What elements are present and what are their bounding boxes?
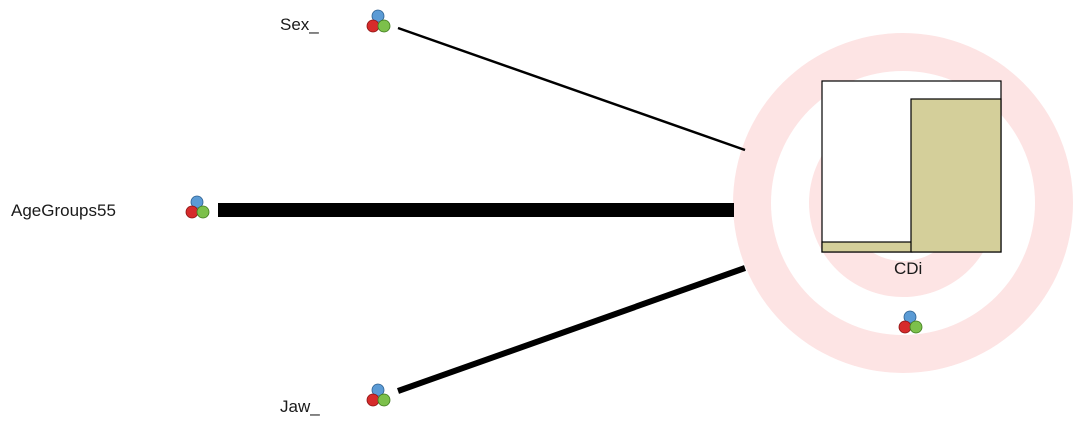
cdi-bar-0 xyxy=(821,241,913,253)
cdi-distribution-chart xyxy=(821,80,1002,253)
variable-node-icon[interactable] xyxy=(896,309,924,337)
variable-node-icon[interactable] xyxy=(183,194,211,222)
variable-node-icon[interactable] xyxy=(364,8,392,36)
edge-jaw-cdi[interactable] xyxy=(396,265,747,394)
cdi-bar-1 xyxy=(910,98,1002,253)
node-label-jaw: Jaw_ xyxy=(280,397,320,416)
node-label-agegroups55: AgeGroups55 xyxy=(11,201,116,220)
node-label-cdi: CDi xyxy=(894,259,923,278)
edge-sex-cdi[interactable] xyxy=(397,26,746,152)
node-label-sex: Sex_ xyxy=(280,15,319,34)
variable-node-icon[interactable] xyxy=(364,382,392,410)
